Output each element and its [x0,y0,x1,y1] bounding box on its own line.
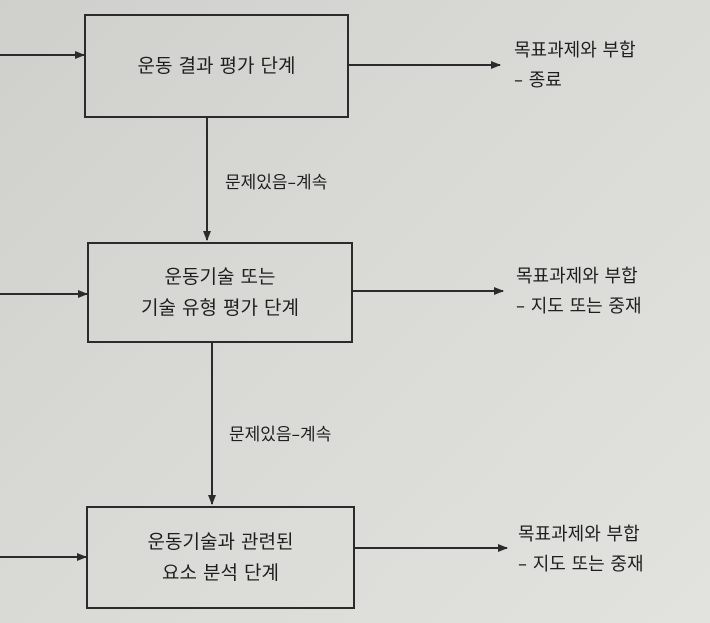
stage-box-result-evaluation: 운동 결과 평가 단계 [84,14,349,118]
outcome-3-line-1: 목표과제와 부합 [518,524,640,545]
continue-label-2: 문제있음–계속 [229,425,332,445]
stage-2-line-2: 기술 유형 평가 단계 [141,296,299,319]
outcome-3: 목표과제와 부합 – 지도 또는 중재 [518,520,644,579]
stage-3-line-1: 운동기술과 관련된 [147,531,294,554]
outcome-2: 목표과제와 부합 – 지도 또는 중재 [516,262,642,321]
stage-box-skill-type-evaluation: 운동기술 또는 기술 유형 평가 단계 [87,242,353,343]
outcome-1-line-1: 목표과제와 부합 [514,40,636,61]
stage-box-element-analysis: 운동기술과 관련된 요소 분석 단계 [86,506,355,609]
outcome-2-line-2: – 지도 또는 중재 [516,295,642,317]
outcome-3-line-2: – 지도 또는 중재 [518,553,644,575]
stage-1-line-1: 운동 결과 평가 단계 [137,54,296,77]
stage-2-line-1: 운동기술 또는 [164,266,276,289]
outcome-1: 목표과제와 부합 – 종료 [514,36,636,95]
outcome-2-line-1: 목표과제와 부합 [516,266,638,287]
continue-label-1: 문제있음–계속 [225,173,328,193]
outcome-1-line-2: – 종료 [514,69,562,91]
stage-3-line-2: 요소 분석 단계 [162,561,279,584]
